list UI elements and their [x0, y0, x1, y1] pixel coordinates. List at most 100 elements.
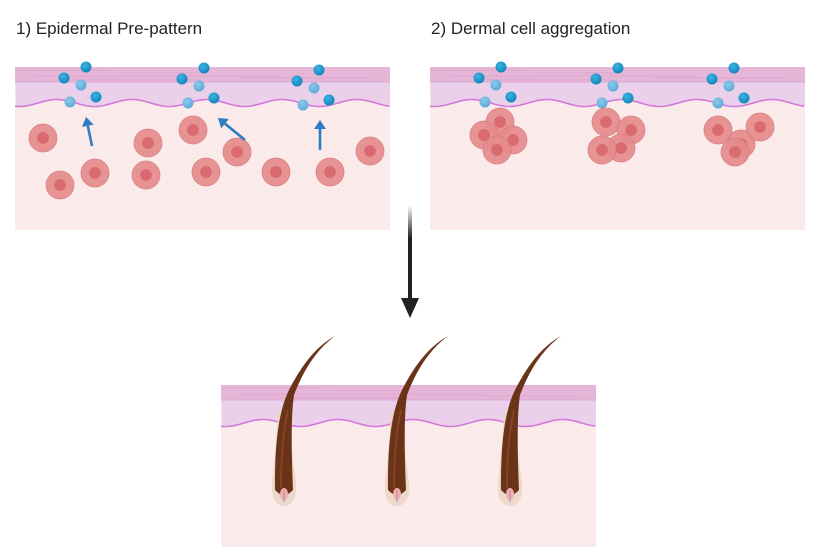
signal-molecule-icon	[473, 72, 485, 84]
step-2-title: 2) Dermal cell aggregation	[431, 19, 631, 38]
dermal-cell-icon	[133, 128, 163, 158]
dermal-cell-nucleus	[596, 144, 608, 156]
signal-molecule-icon	[64, 96, 76, 108]
dermal-cell-nucleus	[187, 124, 199, 136]
signal-cluster	[706, 62, 750, 109]
migration-arrow-icon	[81, 117, 94, 147]
dermal-cell-nucleus	[89, 167, 101, 179]
signal-molecule-icon	[706, 73, 718, 85]
signal-molecule-icon	[596, 97, 608, 109]
dermal-cell-icon	[131, 160, 161, 190]
signal-cluster	[58, 61, 102, 108]
dermal-cell-nucleus	[491, 144, 503, 156]
migration-arrow-shaft	[86, 125, 94, 147]
signal-molecule-icon	[479, 96, 491, 108]
signal-molecule-icon	[297, 99, 309, 111]
signal-molecule-icon	[291, 75, 303, 87]
signal-molecule-icon	[612, 62, 624, 74]
signal-molecule-icon	[323, 94, 335, 106]
dermal-cell-nucleus	[615, 142, 627, 154]
dermal-cell-nucleus	[625, 124, 637, 136]
dermal-cell-nucleus	[270, 166, 282, 178]
hair-shaft	[387, 336, 448, 495]
signal-cluster	[473, 61, 517, 108]
dermal-cell-nucleus	[37, 132, 49, 144]
signal-molecule-icon	[193, 80, 205, 92]
signal-cluster	[590, 62, 634, 109]
hair-follicle-icon	[497, 336, 561, 506]
dermal-cell-icon	[720, 137, 750, 167]
dermal-cell-nucleus	[140, 169, 152, 181]
basement-membrane	[14, 98, 390, 108]
step-1-title: 1) Epidermal Pre-pattern	[16, 19, 203, 38]
dermal-cell-nucleus	[754, 121, 766, 133]
process-arrow-head	[401, 298, 419, 318]
signal-cluster	[176, 62, 220, 109]
signal-molecule-icon	[176, 73, 188, 85]
signal-molecule-icon	[712, 97, 724, 109]
signal-molecule-icon	[182, 97, 194, 109]
migration-arrow-shaft	[224, 122, 246, 142]
signal-molecule-icon	[308, 82, 320, 94]
migration-arrow-icon	[314, 120, 326, 150]
stratum-texture	[15, 69, 372, 81]
migration-arrow-head	[218, 118, 229, 129]
signal-molecule-icon	[490, 79, 502, 91]
dermal-cell-nucleus	[200, 166, 212, 178]
dermal-cell-nucleus	[231, 146, 243, 158]
panel-epidermal-prepattern	[14, 61, 390, 230]
signal-molecule-icon	[80, 61, 92, 73]
dermal-cell-icon	[355, 136, 385, 166]
hair-shaft	[500, 336, 561, 495]
process-arrow-shaft	[408, 205, 412, 300]
basement-membrane	[429, 98, 805, 108]
signal-molecule-icon	[505, 91, 517, 103]
dermal-cell-nucleus	[600, 116, 612, 128]
hair-shaft-highlight	[393, 409, 402, 489]
dermal-cell-icon	[222, 137, 252, 167]
hair-shaft-highlight	[506, 409, 515, 489]
signal-molecule-icon	[723, 80, 735, 92]
hair-shaft	[274, 336, 335, 495]
signal-molecule-icon	[622, 92, 634, 104]
signal-molecule-icon	[90, 91, 102, 103]
signal-molecule-icon	[590, 73, 602, 85]
signal-cluster	[291, 64, 335, 111]
dermal-cell-nucleus	[494, 116, 506, 128]
dermal-cell-icon	[191, 157, 221, 187]
dermal-cell-nucleus	[507, 134, 519, 146]
dermal-cell-nucleus	[54, 179, 66, 191]
signal-molecule-icon	[198, 62, 210, 74]
signal-molecule-icon	[738, 92, 750, 104]
signal-molecule-icon	[495, 61, 507, 73]
dermal-cell-icon	[28, 123, 58, 153]
dermal-cell-nucleus	[324, 166, 336, 178]
signal-molecule-icon	[607, 80, 619, 92]
dermal-cell-icon	[482, 135, 512, 165]
dermal-cell-icon	[587, 135, 617, 165]
dermal-cell-icon	[315, 157, 345, 187]
hair-follicle-icon	[271, 336, 335, 506]
migration-arrow-head	[314, 120, 326, 129]
migration-arrow-icon	[218, 118, 246, 142]
signal-molecule-icon	[313, 64, 325, 76]
dermal-cell-icon	[745, 112, 775, 142]
dermal-cell-nucleus	[712, 124, 724, 136]
dermal-cell-icon	[178, 115, 208, 145]
dermal-cell-icon	[591, 107, 621, 137]
dermal-cell-nucleus	[478, 129, 490, 141]
dermal-cell-nucleus	[364, 145, 376, 157]
stratum-texture	[221, 387, 578, 399]
dermal-cell-icon	[261, 157, 291, 187]
dermal-cell-icon	[703, 115, 733, 145]
signal-molecule-icon	[208, 92, 220, 104]
panel-dermal-cell-aggregation	[429, 61, 805, 230]
dermal-cell-nucleus	[729, 146, 741, 158]
migration-arrow-head	[81, 117, 94, 128]
dermal-cell-icon	[45, 170, 75, 200]
panel-hair-follicle-formation	[220, 336, 596, 547]
hair-shaft-highlight	[280, 409, 289, 489]
signal-molecule-icon	[75, 79, 87, 91]
dermal-cell-icon	[80, 158, 110, 188]
